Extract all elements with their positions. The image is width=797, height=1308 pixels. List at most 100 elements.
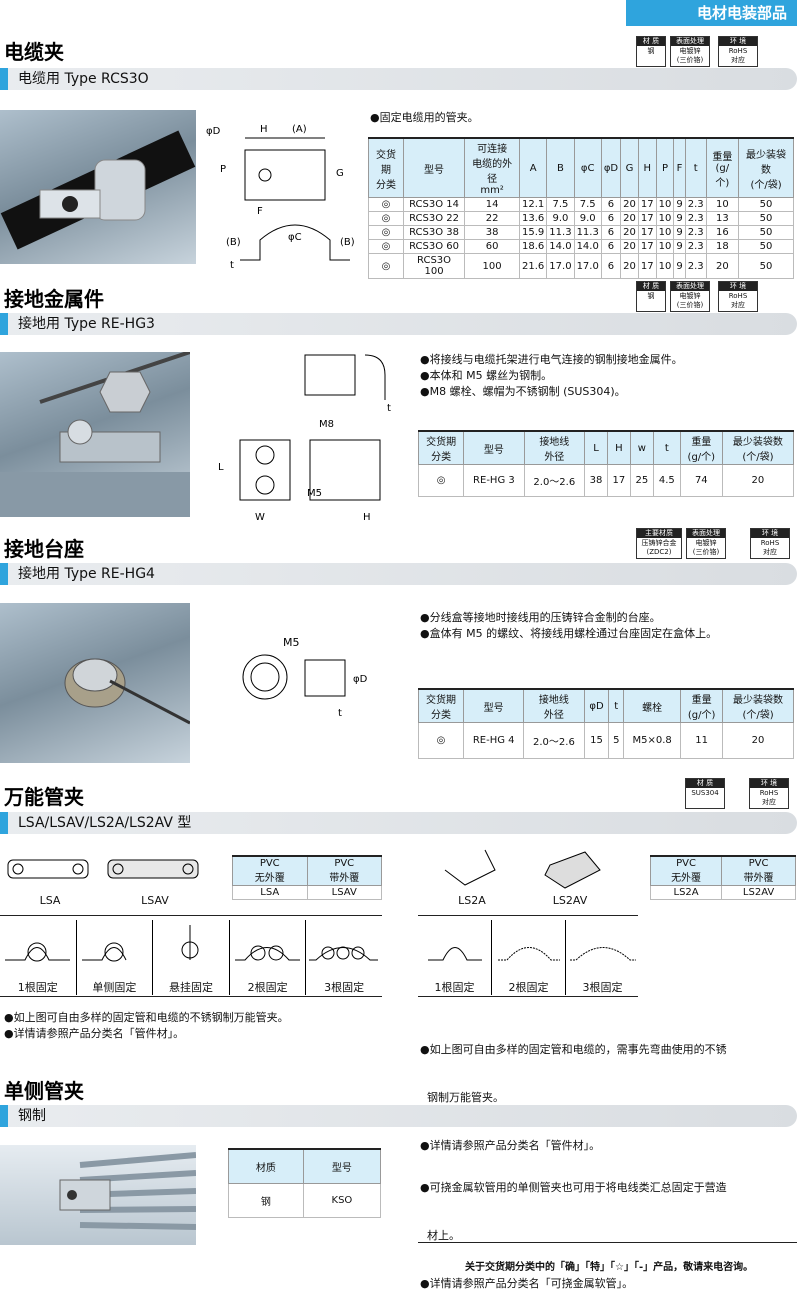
material-badge: 材 质钢 bbox=[636, 281, 666, 312]
subtitle-bar-5: 钢制 bbox=[0, 1105, 797, 1127]
table-header: 交货期 分类 bbox=[368, 137, 404, 198]
table-cell: 14.0 bbox=[546, 239, 575, 254]
table-cell: 38 bbox=[464, 225, 521, 240]
dim-F: F bbox=[257, 206, 263, 217]
table-cell: 14.0 bbox=[573, 239, 602, 254]
table-cell: ◎ bbox=[417, 464, 465, 497]
table-header: φC bbox=[573, 137, 602, 198]
table-cell: 11.3 bbox=[546, 225, 575, 240]
table-cell: RE-HG 3 bbox=[463, 464, 525, 497]
section-title-grounding-base: 接地台座 bbox=[4, 537, 84, 561]
table-cell: 6 bbox=[600, 239, 622, 254]
table-header: A bbox=[519, 137, 548, 198]
table-cell: 17 bbox=[637, 253, 657, 279]
col-material: 材质 bbox=[228, 1148, 304, 1184]
table-header: 最少装袋数 (个/袋) bbox=[722, 688, 794, 723]
dim-M5: M5 bbox=[307, 488, 322, 499]
bullet-line: ●如上图可自由多样的固定管和电缆的不锈钢制万能管夹。 bbox=[4, 1011, 289, 1024]
ls2a-ls2av-drawings bbox=[444, 849, 601, 889]
table-header: F bbox=[673, 137, 686, 198]
bullet-line: ●将接线与电缆托架进行电气连接的钢制接地金属件。 bbox=[420, 353, 683, 366]
table-header: B bbox=[546, 137, 575, 198]
divider bbox=[0, 915, 382, 916]
section-title-universal-clamp: 万能管夹 bbox=[4, 785, 84, 809]
table-header: t bbox=[608, 688, 625, 723]
table-cell: 10 bbox=[655, 197, 675, 212]
product-photo-re-hg4 bbox=[0, 603, 191, 763]
table-header: 最少装袋数 (个/袋) bbox=[721, 430, 795, 465]
table-cell: 11.3 bbox=[573, 225, 602, 240]
s1-bullet: ●固定电缆用的管夹。 bbox=[370, 111, 479, 124]
table-cell: 9 bbox=[673, 239, 686, 254]
cell-ls2a: LS2A bbox=[649, 885, 723, 900]
table-cell: 11 bbox=[680, 722, 724, 759]
table-cell: 25 bbox=[629, 464, 654, 497]
table-cell: 60 bbox=[464, 239, 521, 254]
table-header: L bbox=[584, 430, 608, 465]
table-header: 交货期 分类 bbox=[417, 430, 465, 465]
table-cell: 6 bbox=[600, 225, 622, 240]
subtitle-bar-3: 接地用 Type RE-HG4 bbox=[0, 563, 797, 585]
table-cell: 6 bbox=[600, 197, 622, 212]
bullet-line: ●如上图可自由多样的固定管和电缆的，需事先弯曲使用的不锈 bbox=[420, 1043, 727, 1056]
table-cell: 2.3 bbox=[684, 239, 707, 254]
table-cell: RCS3O 60 bbox=[402, 239, 466, 254]
material-badge: 材 质钢 bbox=[636, 36, 666, 67]
product-photo-re-hg3 bbox=[0, 350, 191, 517]
table-header: w bbox=[629, 430, 654, 465]
table-cell: 2.0～2.6 bbox=[523, 464, 586, 497]
lsa-lsav-drawings bbox=[7, 859, 199, 879]
table-cell: 7.5 bbox=[546, 197, 575, 212]
re-hg3-drawing: t M8 L W M5 H bbox=[218, 354, 391, 523]
table-cell: ◎ bbox=[368, 211, 404, 226]
usage-cell: 1根固定 bbox=[0, 920, 77, 995]
cell-lsa: LSA bbox=[232, 885, 308, 900]
table-cell: 2.3 bbox=[684, 197, 707, 212]
table-cell: 17 bbox=[637, 239, 657, 254]
section-title-cable-clamp: 电缆夹 bbox=[4, 40, 64, 64]
col-model: 型号 bbox=[302, 1148, 382, 1184]
table-header: 重量 (g/个) bbox=[679, 430, 723, 465]
category-tag: 电材电装部品 bbox=[626, 0, 797, 26]
dim-L: L bbox=[218, 462, 224, 473]
usage-label: 1根固定 bbox=[17, 981, 58, 994]
table-cell: 38 bbox=[584, 464, 608, 497]
s3-bullets: ●分线盒等接地时接线用的压铸锌合金制的台座。 ●盒体有 M5 的螺纹、将接线用螺… bbox=[420, 610, 717, 642]
table-header: t bbox=[652, 430, 681, 465]
divider bbox=[418, 915, 638, 916]
table-cell: 2.3 bbox=[684, 225, 707, 240]
table-cell: ◎ bbox=[368, 239, 404, 254]
cell-model: KSO bbox=[302, 1182, 382, 1218]
section-title-single-side-clamp: 单侧管夹 bbox=[4, 1079, 84, 1103]
table-cell: 9.0 bbox=[546, 211, 575, 226]
usage-label: 2根固定 bbox=[508, 981, 549, 994]
col-pvc-coated: PVC 带外覆 bbox=[306, 855, 382, 886]
table-cell: 21.6 bbox=[519, 253, 548, 279]
footer-note: 关于交货期分类中的「确」「特」「☆」「-」产品，敬请来电咨询。 bbox=[465, 1262, 754, 1273]
dim-B-right: (B) bbox=[340, 237, 355, 248]
table-cell: RCS3O 100 bbox=[402, 253, 466, 279]
table-header: 型号 bbox=[463, 430, 525, 465]
bullet-line: 钢制万能管夹。 bbox=[420, 1091, 504, 1104]
table-header: P bbox=[655, 137, 675, 198]
table-cell: ◎ bbox=[417, 722, 465, 759]
cell-lsav: LSAV bbox=[306, 885, 382, 900]
s5-bullets: ●可挠金属软管用的单侧管夹也可用于将电线类汇总固定于营造 材上。 ●详情请参照产… bbox=[420, 1148, 727, 1308]
table-cell: 20 bbox=[620, 239, 639, 254]
usage-cell: 3根固定 bbox=[306, 920, 382, 995]
table-cell: 17 bbox=[637, 197, 657, 212]
table-cell: RCS3O 14 bbox=[402, 197, 466, 212]
bullet-line: ●详情请参照产品分类名「管件材」。 bbox=[420, 1139, 601, 1152]
dim-t: t bbox=[387, 403, 391, 414]
